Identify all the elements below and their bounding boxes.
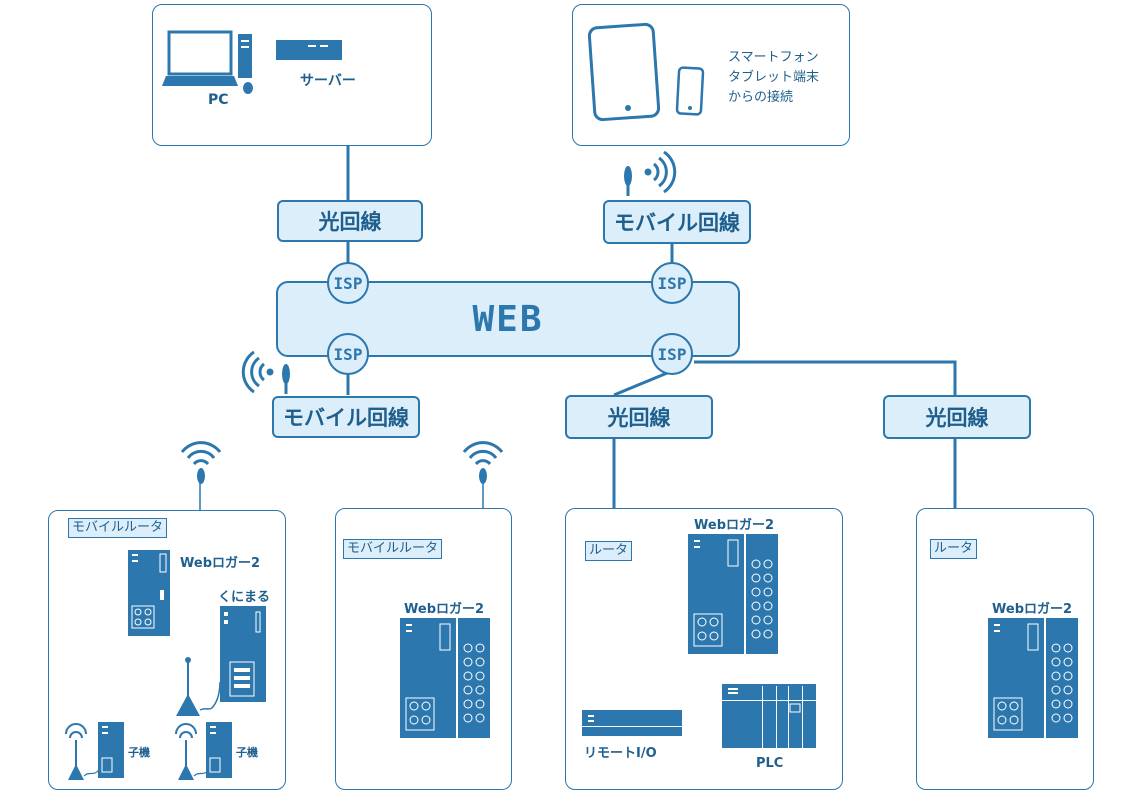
server-icon <box>276 40 342 60</box>
antenna-icon <box>241 350 290 394</box>
web-logger-label: Webロガー2 <box>404 602 485 617</box>
fiber-line-right: 光回線 <box>883 395 1031 439</box>
isp-node: ISP <box>327 262 369 304</box>
remote-io-label: リモートI/O <box>584 746 657 761</box>
isp-node: ISP <box>327 333 369 375</box>
web-logger-icon <box>688 534 778 654</box>
web-logger-icon <box>400 618 490 738</box>
wifi-antenna-icon <box>180 441 222 484</box>
mobile-router-label: モバイルルータ <box>343 539 443 559</box>
web-logger-label: Webロガー2 <box>992 602 1073 617</box>
fiber-line-mid: 光回線 <box>565 395 713 439</box>
mobile-router-label: モバイルルータ <box>68 518 168 538</box>
web-logger-icon <box>988 618 1078 738</box>
wifi-antenna-icon <box>462 441 504 484</box>
mobile-text-line: スマートフォン <box>728 50 819 65</box>
child-label: 子機 <box>236 746 258 759</box>
router-label: ルータ <box>930 539 978 559</box>
plc-icon <box>722 684 816 748</box>
isp-node: ISP <box>651 333 693 375</box>
mobile-line-top: モバイル回線 <box>603 200 751 244</box>
antenna-icon <box>624 150 677 196</box>
server-label: サーバー <box>300 73 356 89</box>
router-label: ルータ <box>585 541 633 561</box>
isp-node: ISP <box>651 262 693 304</box>
mobile-line-bottom: モバイル回線 <box>272 396 420 438</box>
kunimaru-label: くにまる <box>218 590 271 605</box>
tablet-icon <box>587 22 661 122</box>
child-antenna-icon <box>65 723 101 780</box>
child-label: 子機 <box>128 746 150 759</box>
plc-label: PLC <box>756 756 784 771</box>
mobile-text-line: からの接続 <box>728 90 794 105</box>
mobile-text-line: タブレット端末 <box>728 70 820 85</box>
web-logger-label: Webロガー2 <box>694 518 775 533</box>
pc-label: PC <box>208 92 229 108</box>
smartphone-icon <box>675 66 705 116</box>
pc-icon <box>162 30 253 94</box>
remote-io-icon <box>582 710 682 736</box>
web-logger-label: Webロガー2 <box>180 556 261 571</box>
fiber-line-top: 光回線 <box>277 200 423 242</box>
kunimaru-device-icon <box>220 606 266 702</box>
child-device-icon <box>98 722 124 778</box>
mobile-connection-text: スマートフォン タブレット端末 からの接続 <box>728 48 819 108</box>
antenna-base-icon <box>176 657 221 716</box>
child-device-icon <box>206 722 232 778</box>
web-logger-icon <box>128 550 170 636</box>
